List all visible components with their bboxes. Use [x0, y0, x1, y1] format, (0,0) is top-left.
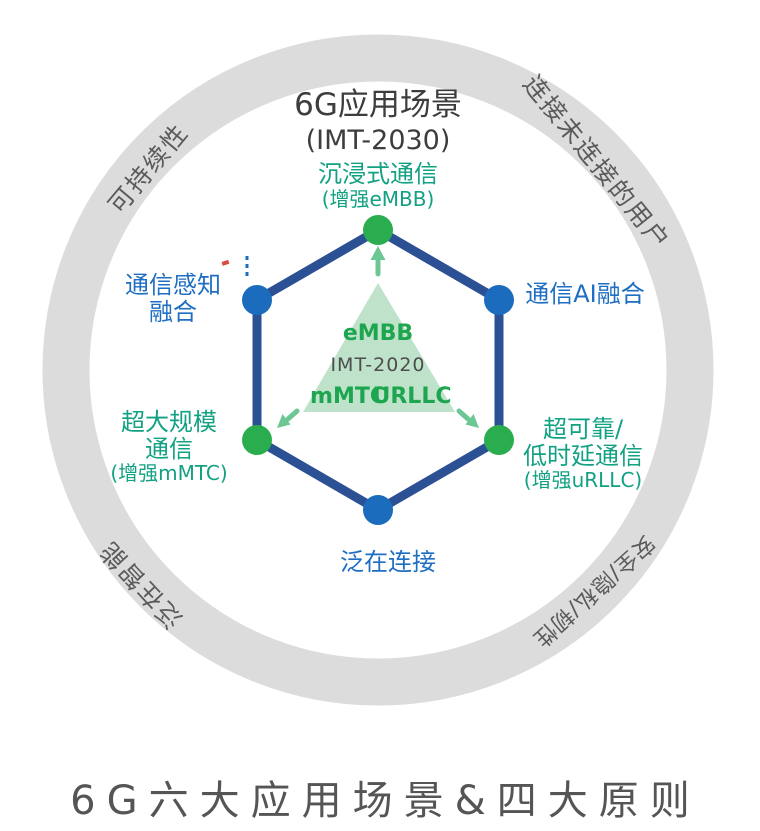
- hex-node-immersive: [363, 215, 393, 245]
- label-hyper-reliable-line1: 超可靠/: [543, 415, 624, 443]
- hex-node-ai: [484, 285, 514, 315]
- label-immersive: 沉浸式通信: [318, 160, 438, 188]
- hex-node-ubiquitous-connectivity: [363, 495, 393, 525]
- triangle-label-imt2020: IMT-2020: [330, 354, 425, 376]
- triangle-label-urllc: URLLC: [373, 384, 452, 409]
- label-immersive-sub: (增强eMBB): [322, 187, 435, 211]
- arrow-up-icon: [370, 246, 386, 277]
- label-ubiquitous-connectivity: 泛在连接: [340, 548, 436, 576]
- hex-node-hyper-reliable: [484, 425, 514, 455]
- page-subtitle: (IMT-2030): [306, 125, 451, 156]
- outer-ring: [42, 34, 714, 706]
- triangle-label-embb: eMBB: [343, 321, 413, 346]
- label-sensing-line1: 通信感知: [125, 271, 221, 299]
- page-title: 6G应用场景: [294, 87, 462, 123]
- ring-label-connect-unconnected: 连接未连接的用户: [517, 70, 675, 256]
- artifact-red-dot: [221, 259, 230, 266]
- imt2020-triangle: [303, 283, 455, 412]
- label-ai: 通信AI融合: [525, 280, 645, 308]
- hex-node-massive: [242, 425, 272, 455]
- hex-node-sensing: [242, 285, 272, 315]
- bottom-caption: 6G六大应用场景&四大原则: [70, 778, 701, 824]
- triangle-label-mmtc: mMTC: [310, 384, 386, 409]
- arrow-down-right-icon: [456, 408, 479, 428]
- label-hyper-reliable-line2: 低时延通信: [523, 442, 643, 470]
- ring-label-security-privacy-resilience: 安全/隐私/韧性: [527, 530, 659, 652]
- label-hyper-reliable-sub: (增强uRLLC): [524, 468, 642, 492]
- label-massive-line2: 通信: [145, 435, 193, 463]
- label-massive-sub: (增强mMTC): [110, 461, 227, 485]
- arrow-down-left-icon: [277, 408, 300, 428]
- label-massive-line1: 超大规模: [121, 408, 217, 436]
- label-sensing-line2: 融合: [149, 298, 197, 326]
